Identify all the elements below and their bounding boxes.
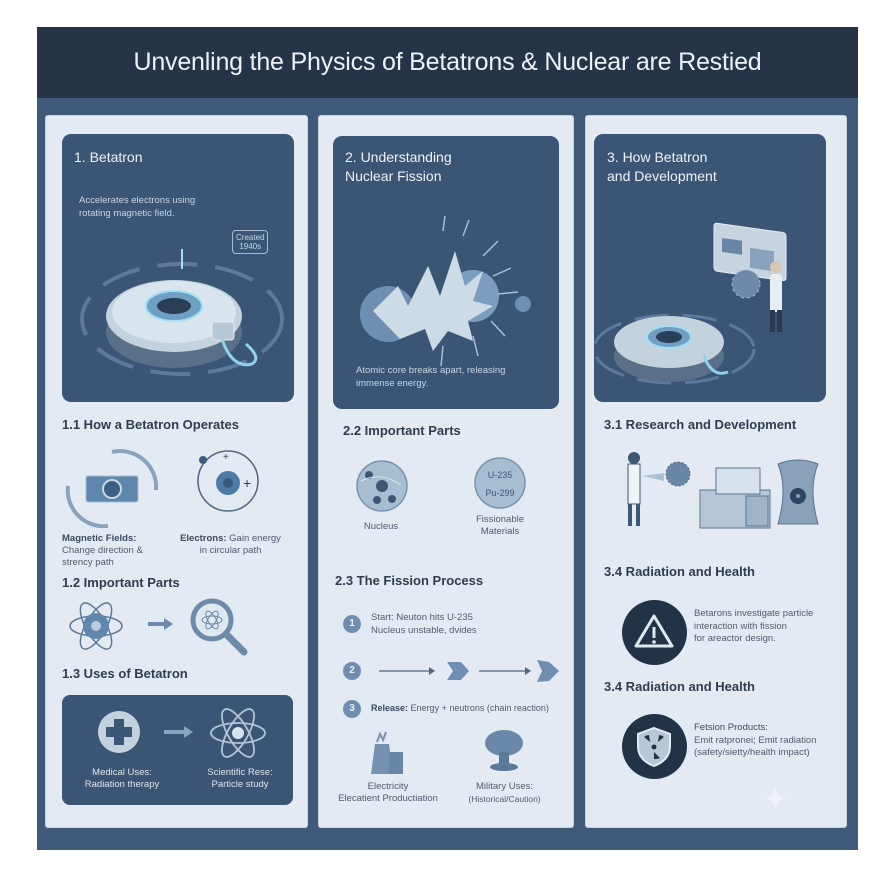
desc-line: (safety/sietty/health impact) [694,747,810,758]
hero-description: Atomic core breaks apart, releasing imme… [356,365,506,389]
title-bar: Unvenling the Physics of Betatrons & Nuc… [37,27,858,98]
column-research: 3. How Betatron and Development 3.1 Rese… [585,115,847,828]
caption-line: Materials [480,526,520,537]
section-title-parts: 2.2 Important Parts [343,423,461,438]
scientific-uses-caption: Scientific Rese: Particle study [190,767,290,791]
caption-text: Particle study [211,779,269,790]
page-title: Unvenling the Physics of Betatrons & Nuc… [133,48,762,76]
caption-label: Medical Uses: [92,767,152,778]
section-title-radiation-1: 3.4 Radiation and Health [604,564,755,579]
mushroom-cloud-icon [485,730,523,771]
hero-title-line: Nuclear Fission [345,168,442,184]
uses-card: Medical Uses: Radiation therapy Scientif… [62,695,293,805]
nucleus-icon [356,460,408,512]
hero-title: 2. Understanding Nuclear Fission [345,148,452,186]
desc-line: for areactor design. [694,633,776,644]
desc-line: interaction with fission [694,620,787,632]
hero-title: 3. How Betatron and Development [607,148,717,186]
atom-core-icon [69,602,123,650]
caption-line: Electricity [367,781,409,792]
hero-description: Accelerates electrons using rotating mag… [79,195,196,219]
warning-circle [622,600,687,665]
radiation-shield-icon [637,726,671,768]
radiation-2-description: Fetsion Products: Emit ratpronei; Emit r… [694,722,817,760]
shield-circle [622,714,687,779]
betatron-hero-card: 1. Betatron Accelerates electrons using … [62,134,294,402]
created-badge: Created 1940s [232,230,269,254]
electricity-caption: Electricity Elecatient Productiation [333,781,443,805]
hero-title-line: 2. Understanding [345,149,452,165]
infographic-frame: Unvenling the Physics of Betatrons & Nuc… [37,27,858,850]
magnetic-fields-caption: Magnetic Fields: Change direction & stre… [62,533,157,569]
atom-icon [210,708,266,758]
hero-title-line: and Development [607,168,717,184]
military-caption: Military Uses: (Historical/Caution) [447,781,562,805]
fission-hero-card: 2. Understanding Nuclear Fission Atomic … [333,136,559,409]
fissionable-caption: Fissionable Materials [455,514,545,538]
hero-title-line: 3. How Betatron [607,149,708,165]
badge-line: Created [236,233,265,242]
step-1-text: Start: Neuton hits U-235 Nucleus unstabl… [371,611,477,637]
caption-label: Magnetic Fields: [62,533,137,544]
caption-line: Elecatient Productiation [338,793,438,804]
radiation-1-description: Betarons investigate particle interactio… [694,608,813,646]
arrow-right-icon [164,726,193,738]
isotope-u235: U-235 [487,470,513,480]
electrons-caption: Electrons: Gain energy in circular path [178,533,283,557]
section-title-process: 2.3 The Fission Process [335,573,484,588]
lab-scene-icon [594,222,787,385]
step-2-badge: 2 [343,662,361,680]
desc-line: Emit ratpronei; Emit radiation [694,734,817,746]
warning-triangle-icon [634,614,674,648]
step-line: Start: Neuton hits U-235 [371,612,473,623]
column-fission: 2. Understanding Nuclear Fission Atomic … [318,115,574,828]
medical-cross-icon [98,711,140,753]
step-label: Release: [371,703,409,713]
isotope-pu299: Pu-299 [485,488,515,498]
section-title-research: 3.1 Research and Development [604,417,797,432]
hero-title: 1. Betatron [74,149,143,165]
caption-text: Radiation therapy [84,779,160,790]
badge-line: 1940s [239,242,262,251]
magnetic-field-icon [65,449,159,528]
betatron-ring-icon [80,249,284,376]
caption-line: Fissionable [475,514,525,525]
desc-label: Fetsion Products: [694,722,768,733]
section-title-parts: 1.2 Important Parts [62,575,180,590]
section-title-radiation-2: 3.4 Radiation and Health [604,679,755,694]
nucleus-caption: Nucleus [363,521,399,532]
fission-chain-diagram [379,660,559,682]
svg-text:+: + [243,475,251,491]
caption-text: Gain energy in circular path [199,533,281,556]
magnifier-icon [190,598,248,656]
research-lab-illustration [627,452,819,529]
power-plant-icon [371,731,403,774]
electron-orbit-icon: + + [197,450,259,512]
desc-line: Betarons investigate particle [694,608,814,619]
caption-text: Change direction & strency path [62,545,143,568]
caption-line: (Historical/Caution) [468,794,541,804]
isotope-labels: U-235 Pu-299 [475,469,525,499]
section-title-operates: 1.1 How a Betatron Operates [62,417,239,432]
caption-label: Electrons: [180,533,227,544]
medical-uses-caption: Medical Uses: Radiation therapy [72,767,172,791]
svg-text:+: + [223,452,229,463]
column-betatron: 1. Betatron Accelerates electrons using … [45,115,308,828]
arrow-right-icon [148,618,173,630]
section-title-uses: 1.3 Uses of Betatron [62,666,188,681]
step-3-text: Release: Energy + neutrons (chain reacti… [371,702,549,715]
fission-burst-icon [360,215,531,367]
fissionable-materials-icon [474,457,526,509]
research-hero-card: 3. How Betatron and Development [594,134,826,402]
caption-line: Military Uses: [475,781,533,792]
caption-label: Scientific Rese: [207,767,273,778]
step-1-badge: 1 [343,615,361,633]
step-line: Nucleus unstable, dvides [371,625,477,636]
sparkle-icon: ✦ [762,781,789,817]
step-body: Energy + neutrons (chain reaction) [410,703,549,713]
step-3-badge: 3 [343,700,361,718]
